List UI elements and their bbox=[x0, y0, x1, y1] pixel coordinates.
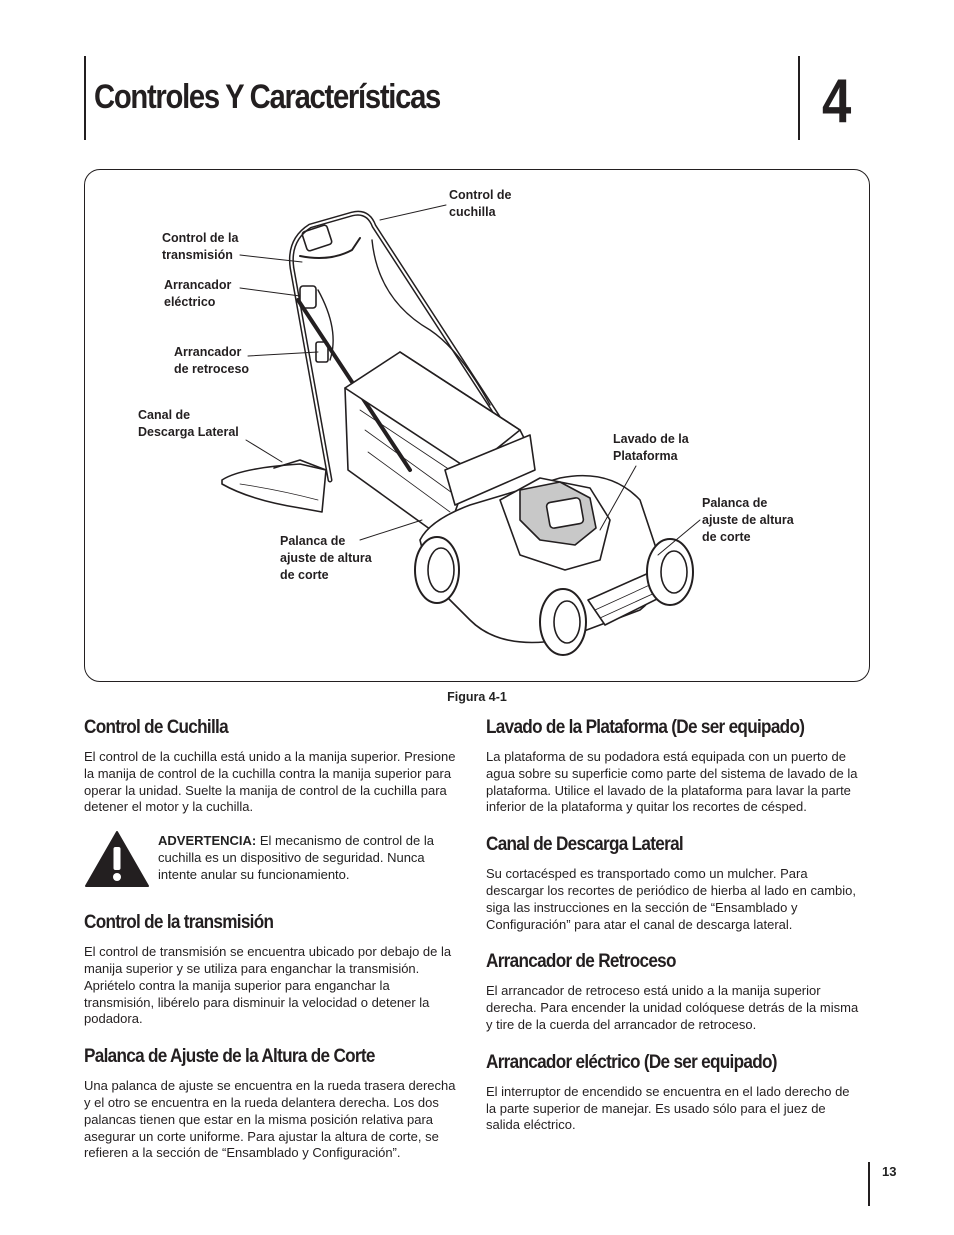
page-number-rule bbox=[868, 1162, 870, 1206]
figure-box bbox=[84, 169, 870, 682]
section-body: La plataforma de su podadora está equipa… bbox=[486, 749, 858, 815]
section-heading: Palanca de Ajuste de la Altura de Corte bbox=[84, 1045, 375, 1068]
warning-message: El mecanismo de control de la cuchilla e… bbox=[158, 833, 434, 882]
title-rule bbox=[84, 56, 86, 140]
section-heading: Arrancador eléctrico (De ser equipado) bbox=[486, 1050, 778, 1073]
warning-label: ADVERTENCIA: bbox=[158, 833, 257, 849]
warning-block: ADVERTENCIA: El mecanismo de control de … bbox=[84, 831, 458, 893]
warning-text: ADVERTENCIA: El mecanismo de control de … bbox=[158, 833, 458, 883]
chapter-rule bbox=[798, 56, 800, 140]
section-body: El control de la cuchilla está unido a l… bbox=[84, 749, 456, 815]
page-number: 13 bbox=[882, 1164, 897, 1179]
page-title: Controles Y Características bbox=[94, 78, 441, 116]
section-heading: Arrancador de Retroceso bbox=[486, 950, 677, 973]
right-column: Lavado de la Plataforma (De ser equipado… bbox=[486, 716, 859, 1151]
chapter-number: 4 bbox=[822, 67, 852, 136]
warning-icon bbox=[85, 831, 149, 888]
section-body: El interruptor de encendido se encuentra… bbox=[486, 1083, 850, 1133]
section-heading: Canal de Descarga Lateral bbox=[486, 833, 684, 856]
section-body: El arrancador de retroceso está unido a … bbox=[486, 983, 859, 1032]
section-body: El control de transmisión se encuentra u… bbox=[84, 944, 452, 1027]
section-heading: Lavado de la Plataforma (De ser equipado… bbox=[486, 716, 805, 738]
section-heading: Control de Cuchilla bbox=[84, 716, 229, 738]
section-heading: Control de la transmisión bbox=[84, 911, 274, 934]
section-body: Una palanca de ajuste se encuentra en la… bbox=[84, 1078, 456, 1161]
section-body: Su cortacésped es transportado como un m… bbox=[486, 866, 856, 932]
figure-caption: Figura 4-1 bbox=[447, 690, 507, 704]
left-column: Control de Cuchilla El control de la cuc… bbox=[84, 716, 457, 1179]
